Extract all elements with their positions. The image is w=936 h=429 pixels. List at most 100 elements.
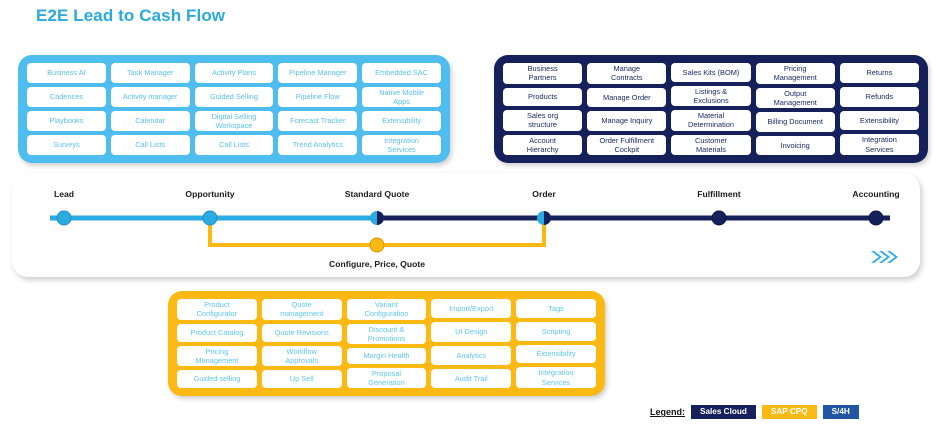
s4hana-tile[interactable]: Output Management [755, 87, 835, 108]
sales-cloud-tile[interactable]: Playbooks [27, 111, 106, 131]
cpq-tile[interactable]: Audit Trail [431, 368, 512, 388]
sales-cloud-tile[interactable]: Task Manager [110, 63, 190, 83]
cpq-tile[interactable]: Up Sell [261, 370, 342, 388]
s4hana-tile[interactable]: Account Hierarchy [503, 134, 583, 155]
cpq-tile[interactable]: Quote management [261, 299, 342, 320]
timeline-graphic [50, 210, 898, 263]
sales-cloud-tile[interactable]: Call Lists [194, 135, 274, 155]
cpq-tile[interactable]: Pricing Management [177, 345, 257, 366]
legend-badge: SAP CPQ [761, 405, 817, 420]
sales-cloud-tile[interactable]: Cadences [27, 87, 106, 107]
sales-cloud-tile[interactable]: Calendar [110, 111, 190, 131]
sales-cloud-tile[interactable]: Activity Plans [194, 63, 274, 83]
timeline-stage-dot[interactable] [202, 210, 218, 226]
s4hana-tile[interactable]: Integration Services [839, 134, 920, 155]
s4hana-tile[interactable]: Listings & Exclusions [671, 85, 751, 106]
cpq-tile[interactable]: Integration Services [516, 367, 596, 388]
cpq-tile[interactable]: Margin Health [346, 348, 427, 364]
timeline-stage-label: Order [532, 189, 556, 199]
s4hana-tile[interactable]: Pricing Management [755, 63, 835, 84]
s4hana-tile[interactable]: Order Fulfillment Cockpit [587, 134, 667, 155]
stage-dot [56, 210, 72, 226]
sales-cloud-tile[interactable]: Forecast Tracker [278, 111, 358, 131]
page-title: E2E Lead to Cash Flow [36, 6, 226, 25]
sales-cloud-tile[interactable]: Trend Analytics [278, 135, 358, 155]
cpq-branch-dot[interactable] [369, 237, 385, 253]
timeline-stage-dot[interactable] [56, 210, 72, 226]
s4hana-tile[interactable]: Billing Document [755, 112, 835, 132]
sales-cloud-tile[interactable]: Call Lists [110, 135, 190, 155]
cpq-tile[interactable]: Product Catalog [177, 323, 257, 342]
s4hana-tile[interactable]: Customer Materials [671, 134, 751, 155]
timeline-stage-dot[interactable] [711, 210, 727, 226]
s4hana-tile[interactable]: Manage Order [587, 87, 667, 107]
s4hana-tile[interactable]: Manage Contracts [587, 63, 667, 84]
sales-cloud-tile[interactable]: Surveys [27, 135, 106, 155]
sales-cloud-tile[interactable]: Pipeline Flow [278, 87, 358, 107]
s4hana-tile[interactable]: Extensibility [839, 110, 920, 131]
sales-cloud-tile[interactable]: Guided Selling [194, 86, 274, 107]
cpq-branch-label: Configure, Price, Quote [329, 259, 425, 269]
s4hana-tile[interactable]: Material Determination [671, 110, 751, 131]
sales-cloud-tile[interactable]: Pipeline Manager [278, 63, 358, 83]
cpq-tile[interactable]: Variant Configuration [346, 299, 427, 320]
cpq-tile[interactable]: Product Configurator [177, 299, 257, 320]
cpq-tile[interactable]: Workflow Approvals [261, 345, 342, 366]
sales-cloud-tile[interactable]: Extensibility [362, 111, 441, 131]
stage-dot [202, 210, 218, 226]
s4hana-tile[interactable]: Invoicing [755, 135, 835, 155]
s4hana-tile[interactable]: Refunds [839, 86, 920, 107]
cpq-tile[interactable]: Guided selling [177, 370, 257, 388]
sales-cloud-tile[interactable]: Activity manager [110, 87, 190, 107]
legend: Legend: Sales Cloud SAP CPQ S/4H [650, 405, 859, 420]
timeline-stage-dot[interactable] [370, 211, 384, 225]
sales-cloud-tile[interactable]: Business AI [27, 63, 106, 83]
cpq-tile[interactable]: Import/Export [431, 299, 512, 319]
sales-cloud-tile[interactable]: Embedded SAC [362, 63, 441, 83]
timeline-stage-label: Lead [53, 189, 75, 199]
stage-dot-half-s4hana [544, 211, 551, 225]
cpq-tile[interactable]: Discount & Promotions [346, 323, 427, 344]
cpq-tile[interactable]: Extensibility [516, 344, 596, 364]
s4hana-tile[interactable]: Sales org structure [503, 110, 583, 131]
s4hana-tile[interactable]: Returns [839, 63, 920, 83]
stage-dot-half-sales-cloud [370, 211, 377, 225]
legend-badge: Sales Cloud [691, 405, 756, 420]
s4hana-tile[interactable]: Manage Inquiry [587, 111, 667, 131]
timeline-stage-dot[interactable] [537, 211, 551, 225]
chevron-right-triple-icon [871, 251, 898, 263]
sales-cloud-tile[interactable]: Integration Services [362, 134, 441, 155]
cpq-tile[interactable]: Proposal Generation [346, 367, 427, 388]
sales-cloud-tile[interactable]: Digital Selling Workspace [194, 110, 274, 132]
timeline-stage-label: Accounting [852, 189, 900, 199]
legend-badge: S/4H [822, 405, 859, 420]
cpq-tile[interactable]: UI Design [431, 322, 512, 342]
cpq-tile[interactable]: Quote Revisions [261, 323, 342, 342]
timeline-stage-label: Fulfillment [697, 189, 741, 199]
timeline-stage-dot[interactable] [868, 210, 884, 226]
legend-title: Legend: [650, 407, 685, 418]
cpq-tile[interactable]: Analytics [431, 345, 512, 365]
sales-cloud-tile[interactable]: Native Mobile Apps [362, 86, 441, 107]
s4hana-tile[interactable]: Products [503, 87, 583, 106]
cpq-tile[interactable]: Scripting [516, 321, 596, 341]
stage-dot [711, 210, 727, 226]
s4hana-tile[interactable]: Business Partners [503, 63, 583, 84]
timeline-stage-label: Standard Quote [344, 189, 410, 199]
cpq-tile[interactable]: Tags [516, 299, 596, 318]
s4hana-tile[interactable]: Sales Kits (BOM) [671, 63, 751, 82]
lead-to-cash-timeline-card [12, 173, 920, 277]
